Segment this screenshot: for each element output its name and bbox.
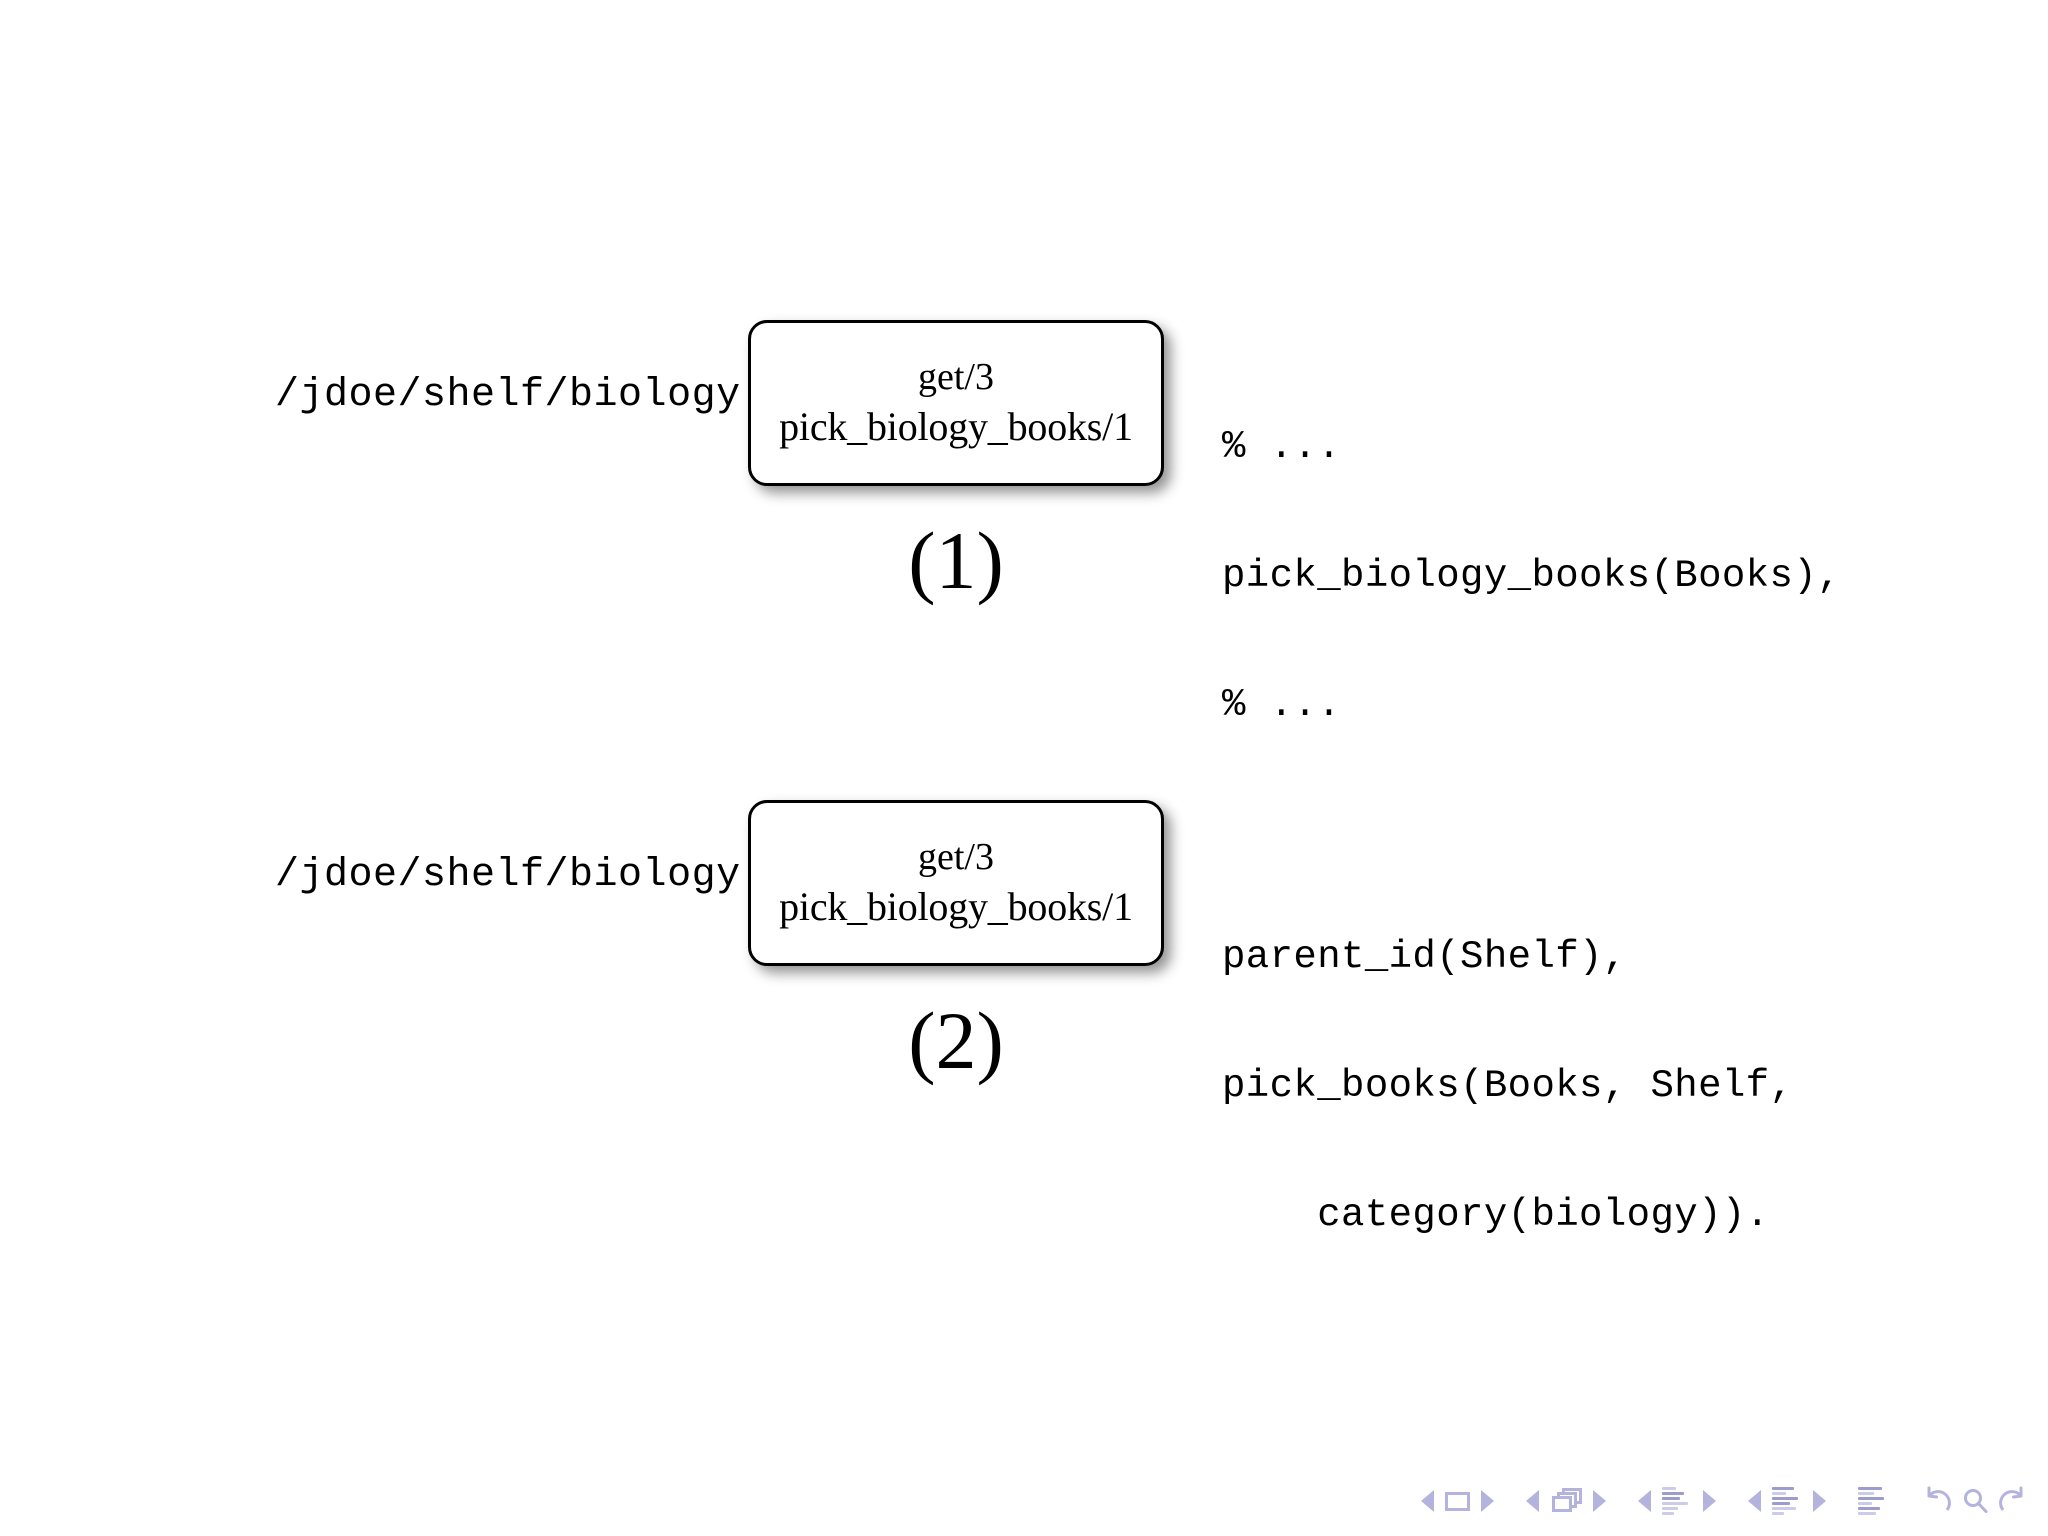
slides-stack-icon[interactable]: [1550, 1488, 1582, 1514]
predicate-name-line: get/3: [918, 356, 994, 398]
predicate-name-line: get/3: [918, 836, 994, 878]
code-line: % ...: [1222, 425, 1342, 469]
code-line: category(biology)).: [1222, 1193, 1770, 1237]
subsection-lines-icon[interactable]: [1662, 1487, 1692, 1515]
code-line: pick_books(Books, Shelf,: [1222, 1064, 1794, 1108]
beamer-navigation-bar[interactable]: [1421, 1478, 2030, 1524]
code-line: parent_id(Shelf),: [1222, 935, 1627, 979]
previous-frame-arrow-icon[interactable]: [1421, 1490, 1434, 1512]
frame-navigation-group[interactable]: [1421, 1490, 1494, 1512]
history-navigation-group[interactable]: [1920, 1486, 2030, 1516]
frame-icon[interactable]: [1445, 1491, 1470, 1511]
section-navigation-group[interactable]: [1748, 1487, 1826, 1515]
previous-slide-arrow-icon[interactable]: [1526, 1490, 1539, 1512]
next-frame-arrow-icon[interactable]: [1481, 1490, 1494, 1512]
predicate-body-line: pick_biology_books/1: [779, 884, 1133, 929]
undo-arrow-icon[interactable]: [1920, 1486, 1954, 1516]
figure-row-2: /jdoe/shelf/biology get/3 pick_biology_b…: [0, 776, 2048, 1237]
next-section-arrow-icon[interactable]: [1813, 1490, 1826, 1512]
next-subsection-arrow-icon[interactable]: [1703, 1490, 1716, 1512]
code-line: % ...: [1222, 683, 1342, 727]
slide-navigation-group[interactable]: [1526, 1488, 1606, 1514]
figure-caption: (1): [908, 515, 1004, 606]
code-snippet: % ... pick_biology_books(Books), % ...: [1222, 340, 1841, 813]
resource-path-label: /jdoe/shelf/biology: [275, 373, 741, 418]
predicate-box: get/3 pick_biology_books/1: [748, 800, 1164, 966]
code-line: pick_biology_books(Books),: [1222, 554, 1841, 598]
next-slide-arrow-icon[interactable]: [1593, 1490, 1606, 1512]
presentation-navigation-group[interactable]: [1858, 1487, 1888, 1515]
code-snippet: parent_id(Shelf), pick_books(Books, Shel…: [1222, 850, 1793, 1323]
section-lines-icon[interactable]: [1772, 1487, 1802, 1515]
predicate-box: get/3 pick_biology_books/1: [748, 320, 1164, 486]
previous-subsection-arrow-icon[interactable]: [1638, 1490, 1651, 1512]
figure-caption: (2): [908, 995, 1004, 1086]
subsection-navigation-group[interactable]: [1638, 1487, 1716, 1515]
resource-path-label: /jdoe/shelf/biology: [275, 853, 741, 898]
redo-arrow-icon[interactable]: [1996, 1486, 2030, 1516]
search-icon[interactable]: [1960, 1486, 1990, 1516]
document-lines-icon[interactable]: [1858, 1487, 1888, 1515]
figure-row-1: /jdoe/shelf/biology get/3 pick_biology_b…: [0, 296, 2048, 727]
previous-section-arrow-icon[interactable]: [1748, 1490, 1761, 1512]
predicate-body-line: pick_biology_books/1: [779, 404, 1133, 449]
